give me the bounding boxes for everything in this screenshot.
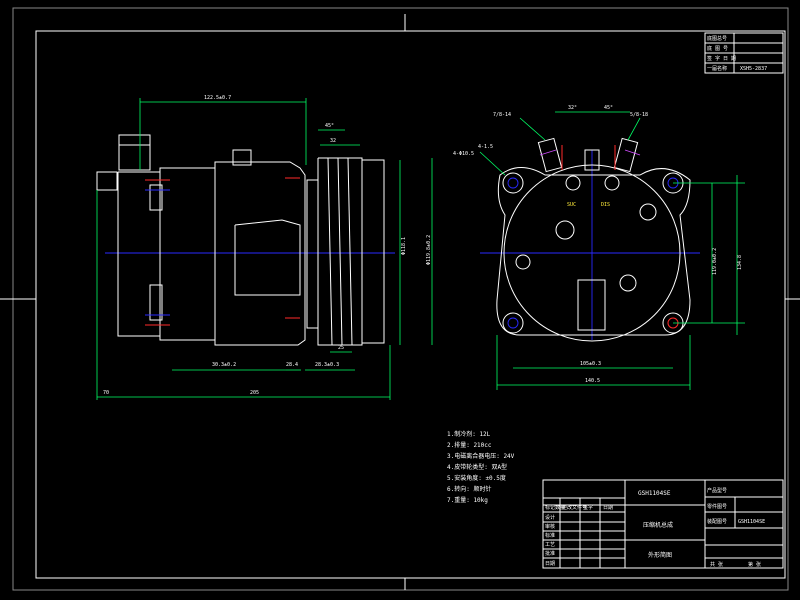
label-suction: SUC bbox=[567, 202, 576, 208]
note-5: 5.安装角度: ±0.5度 bbox=[447, 474, 506, 482]
dim-overall-left: 70 bbox=[103, 390, 109, 396]
front-flange-outline bbox=[496, 167, 691, 336]
dim-angle-left: 32° bbox=[568, 105, 577, 111]
header-cell-2: 更改文件号 bbox=[562, 504, 587, 511]
right-label-3: 装配图号 bbox=[707, 518, 727, 525]
right-label-4: GSH1104SE bbox=[738, 519, 765, 525]
note-7: 7.重量: 10kg bbox=[447, 496, 488, 504]
left-row-5: 批准 bbox=[545, 550, 555, 557]
top-table-row-1: 底图总号 bbox=[707, 35, 727, 42]
hole-bottom-left bbox=[502, 312, 524, 334]
front-body-circle bbox=[503, 164, 681, 342]
hole-top-mid-2 bbox=[604, 175, 620, 191]
top-table-row-3: 签 字 日 期 bbox=[707, 55, 736, 62]
title-block: 标记数量 更改文件号 签字 日期 设计 审核 标准 工艺 批准 日期 GSH11… bbox=[542, 479, 784, 569]
dim-bottom-1: 30.3±0.2 bbox=[212, 362, 236, 368]
note-3: 3.电磁离合器电压: 24V bbox=[447, 452, 515, 460]
note-2: 2.排量: 210cc bbox=[447, 441, 492, 449]
right-label-1: 产品型号 bbox=[707, 487, 727, 494]
label-left-hole: 4-Φ10.5 bbox=[453, 151, 474, 157]
port-discharge bbox=[613, 137, 639, 173]
drawing-title: 压缩机总成 bbox=[643, 521, 673, 529]
dim-vertical-2: 134.8 bbox=[737, 255, 743, 270]
side-small-fitting bbox=[96, 171, 118, 191]
note-1: 1.制冷剂: 12L bbox=[447, 430, 491, 438]
dim-pulley-dia: Φ118.1 bbox=[401, 237, 407, 255]
dim-overall: 205 bbox=[250, 390, 259, 396]
side-view: 122.5±0.7 45° 32 Φ118.1 Φ119.8±0.2 30.3±… bbox=[96, 95, 433, 400]
dim-pulley-angle: 45° bbox=[325, 123, 334, 129]
left-row-6: 日期 bbox=[545, 561, 555, 567]
label-right-port: 5/8-18 bbox=[630, 112, 648, 118]
port-suction bbox=[537, 137, 563, 173]
header-cell-3: 签字 bbox=[583, 504, 593, 511]
bottom-cell-2: 第 张 bbox=[748, 561, 761, 568]
dim-bottom-overall: 140.5 bbox=[585, 378, 600, 384]
header-cell-4: 日期 bbox=[603, 505, 613, 511]
front-dimensions: 32° 45° 7/8-14 5/8-18 4-Φ10.5 4-1.5 119.… bbox=[453, 105, 745, 390]
dim-pulley-width: 32 bbox=[330, 138, 336, 144]
left-row-1: 设计 bbox=[545, 514, 555, 521]
front-view: SUC DIS 32° 45° 7/8-14 5/8-18 4-Φ10.5 4-… bbox=[453, 105, 745, 390]
dim-top-length: 122.5±0.7 bbox=[204, 95, 231, 101]
dim-bottom-3: 28.3±0.3 bbox=[315, 362, 339, 368]
dim-bottom: 105±0.3 bbox=[580, 361, 601, 367]
side-body-outline bbox=[117, 161, 306, 346]
hole-top-mid-1 bbox=[565, 175, 581, 191]
top-table-code: XSH5-2837 bbox=[740, 66, 767, 72]
drawing-number: GSH1104SE bbox=[638, 490, 671, 497]
outer-frame bbox=[35, 30, 786, 579]
bottom-cell-1: 共 张 bbox=[710, 561, 723, 568]
hole-inner-right bbox=[639, 203, 657, 221]
side-clutch-hub bbox=[361, 159, 385, 344]
dim-groove: 25 bbox=[338, 345, 344, 351]
hole-inner-left bbox=[555, 220, 575, 240]
label-left-port: 7/8-14 bbox=[493, 112, 511, 118]
header-cell-1: 标记数量 bbox=[545, 504, 565, 511]
side-fitting-top bbox=[118, 134, 151, 171]
right-label-2: 零件图号 bbox=[707, 503, 727, 510]
note-4: 4.皮带轮类型: 双A型 bbox=[447, 463, 507, 471]
technical-notes: 1.制冷剂: 12L 2.排量: 210cc 3.电磁离合器电压: 24V 4.… bbox=[447, 430, 515, 504]
label-left-hole-note: 4-1.5 bbox=[478, 144, 493, 150]
dim-vertical: 119.0±0.2 bbox=[712, 248, 718, 275]
left-row-3: 标准 bbox=[545, 532, 555, 539]
top-table-row-2: 底 图 号 bbox=[707, 45, 728, 52]
drawing-subtitle: 外形简图 bbox=[648, 551, 672, 559]
inner-frame bbox=[12, 7, 789, 591]
hole-inner-bottom bbox=[619, 274, 637, 292]
side-dimensions: 122.5±0.7 45° 32 Φ118.1 Φ119.8±0.2 30.3±… bbox=[96, 95, 433, 400]
top-right-table: 底图总号 底 图 号 签 字 日 期 一届名称 XSH5-2837 bbox=[704, 32, 784, 74]
left-row-4: 工艺 bbox=[545, 542, 555, 548]
label-discharge: DIS bbox=[601, 202, 610, 208]
dim-hub-dia: Φ119.8±0.2 bbox=[426, 235, 432, 265]
hole-top-left bbox=[502, 172, 524, 194]
top-table-row-4: 一届名称 bbox=[707, 65, 727, 72]
left-row-2: 审核 bbox=[545, 523, 555, 530]
dim-angle-right: 45° bbox=[604, 105, 613, 111]
dim-bottom-2: 28.4 bbox=[286, 362, 298, 368]
note-6: 6.转向: 顺时针 bbox=[447, 485, 491, 493]
